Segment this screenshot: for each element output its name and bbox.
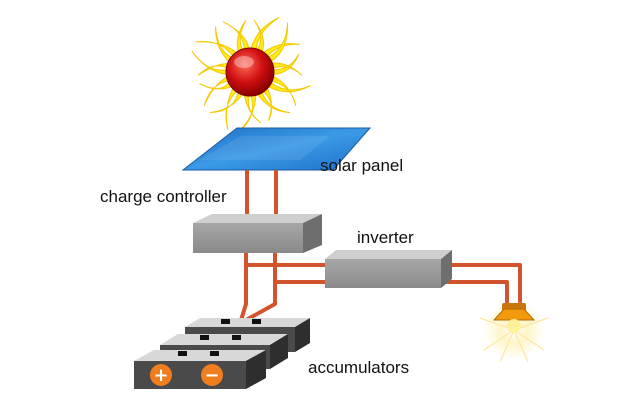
solar-panel-icon	[181, 127, 372, 171]
charge-controller-box	[193, 214, 322, 253]
plus-terminal-icon: +	[150, 364, 172, 386]
sun-ray	[261, 86, 273, 121]
sun-ray	[255, 90, 291, 114]
battery-bank: + −	[134, 318, 310, 389]
sun-ray	[249, 16, 280, 52]
charge-controller-label: charge controller	[100, 187, 227, 206]
light-glow-rays	[479, 317, 549, 363]
plus-symbol: +	[153, 365, 168, 386]
sun-ray	[269, 62, 303, 76]
minus-terminal-icon: −	[201, 364, 223, 386]
sun-ray	[253, 19, 264, 54]
minus-symbol: −	[204, 365, 219, 386]
accumulators-label: accumulators	[308, 358, 410, 377]
sun-ray	[243, 92, 262, 124]
sun-ray	[266, 80, 311, 93]
sun-ray	[191, 50, 229, 76]
light-bulb-icon	[479, 300, 549, 363]
sun-ray	[266, 22, 289, 64]
sun-ray	[271, 53, 300, 76]
sun-ray	[197, 62, 231, 76]
sun-ray	[203, 74, 231, 107]
sun-icon	[191, 16, 311, 134]
solar-panel-label: solar panel	[320, 156, 404, 175]
inverter-label: inverter	[357, 228, 414, 247]
sun-ray	[199, 80, 234, 90]
sun-ray	[236, 19, 247, 54]
sun-ray	[195, 40, 239, 58]
inverter-box	[325, 250, 452, 288]
